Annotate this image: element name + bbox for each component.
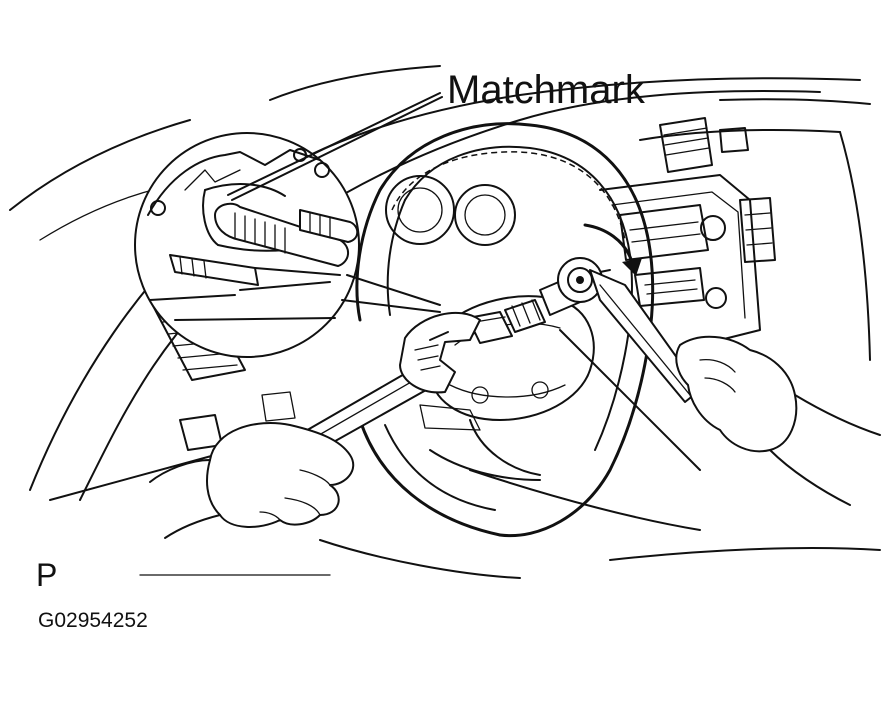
figure-code: G02954252 [38,609,148,632]
left-hand [149,422,355,539]
matchmark-detail-inset [134,92,443,358]
right-hand [675,335,881,506]
view-letter: P [36,557,58,593]
center-console [619,117,776,309]
matchmark-label: Matchmark [447,68,645,112]
dashboard-outline [9,65,881,579]
steering-shaft-nut [467,299,546,344]
steering-wheel [355,122,655,538]
rotation-arrow [583,223,642,276]
